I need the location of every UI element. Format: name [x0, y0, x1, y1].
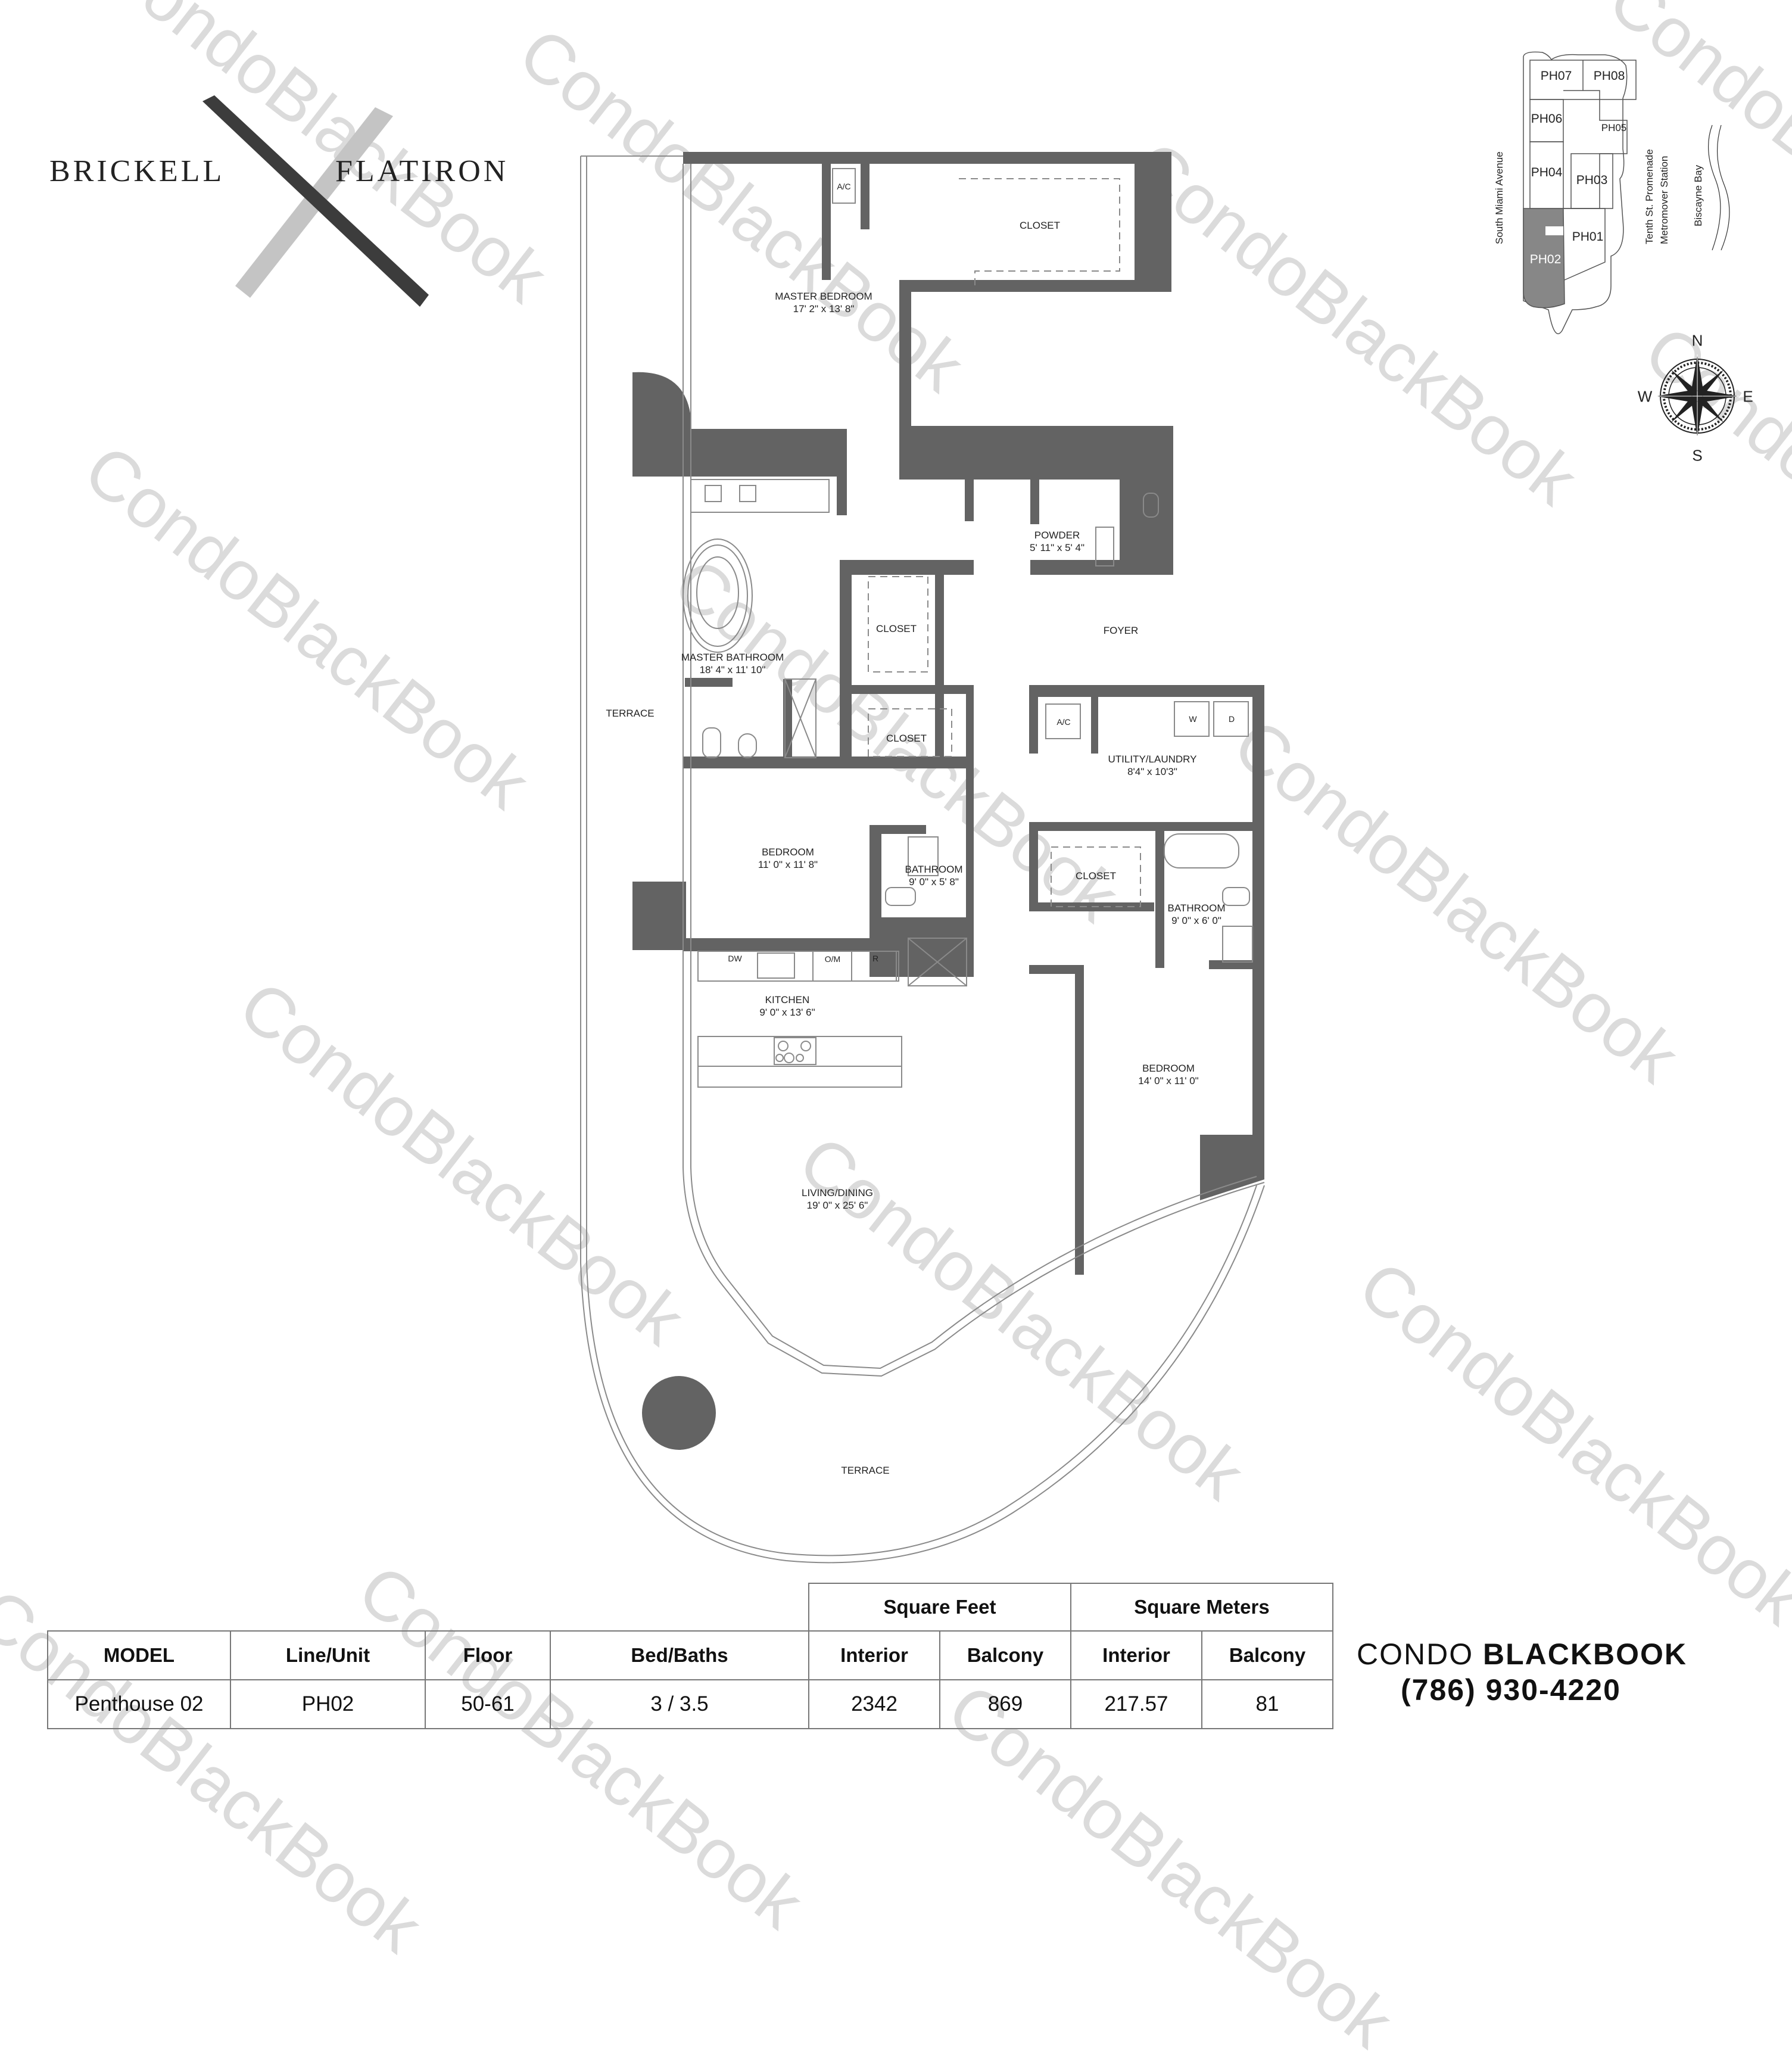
cell-sqm-interior: 217.57 [1070, 1679, 1202, 1729]
room-dims: 18' 4" x 11' 10" [699, 664, 766, 675]
keyplan-unit-ph02-selected: PH02 [1529, 253, 1562, 266]
unit-specs-table: Square Feet Square Meters MODEL Line/Uni… [47, 1583, 1333, 1729]
room-name: UTILITY/LAUNDRY [1108, 754, 1197, 765]
ac-unit-label: A/C [837, 182, 851, 191]
room-name: BEDROOM [762, 846, 814, 858]
brand-name-light: CONDO [1357, 1637, 1483, 1671]
phone-number[interactable]: (786) 930-4220 [1401, 1673, 1621, 1707]
header-line-unit: Line/Unit [230, 1630, 426, 1680]
keyplan-unit-ph05: PH05 [1601, 122, 1627, 133]
room-name: FOYER [1103, 625, 1139, 636]
room-master-bathroom: MASTER BATHROOM 18' 4" x 11' 10" [681, 651, 784, 676]
cell-model: Penthouse 02 [47, 1679, 231, 1729]
room-master-bedroom: MASTER BEDROOM 17' 2" x 13' 8" [775, 290, 872, 315]
x-brushstroke-icon [202, 95, 429, 307]
cell-sqft-interior: 2342 [808, 1679, 940, 1729]
compass-west: W [1637, 387, 1653, 406]
dishwasher-label: DW [728, 954, 742, 963]
room-dims: 9' 0" x 5' 8" [909, 876, 959, 888]
header-floor: Floor [425, 1630, 551, 1680]
room-bedroom-2: BEDROOM 11' 0" x 11' 8" [758, 846, 818, 871]
keyplan-unit-ph01: PH01 [1572, 230, 1604, 244]
street-label-tenth-st-promenade: Tenth St. Promenade [1644, 149, 1655, 244]
compass-north: N [1691, 331, 1703, 350]
room-name: CLOSET [1019, 220, 1061, 231]
room-name: MASTER BATHROOM [681, 652, 784, 663]
cell-unit: PH02 [230, 1679, 426, 1729]
cell-sqft-balcony: 869 [939, 1679, 1071, 1729]
room-name: CLOSET [875, 623, 917, 634]
room-dims: 9' 0" x 13' 6" [759, 1007, 815, 1018]
room-dims: 5' 11" x 5' 4" [1030, 542, 1084, 553]
room-terrace-south: TERRACE [841, 1464, 889, 1477]
room-closet-3: CLOSET [886, 732, 927, 745]
room-closet-2: CLOSET [876, 622, 917, 635]
street-label-metromover-station: Metromover Station [1659, 155, 1670, 244]
street-label-south-miami-avenue: South Miami Avenue [1494, 151, 1505, 244]
room-dims: 19' 0" x 25' 6" [806, 1200, 868, 1211]
room-master-closet: CLOSET [1020, 219, 1060, 232]
room-name: TERRACE [606, 708, 655, 719]
header-sqm-balcony: Balcony [1201, 1630, 1333, 1680]
floor-plan [580, 152, 1265, 1564]
logo-word-flatiron: FLATIRON [335, 154, 509, 188]
compass-south: S [1692, 446, 1703, 465]
brand-name-bold: BLACKBOOK [1483, 1637, 1687, 1671]
keyplan-unit-ph07: PH07 [1540, 69, 1572, 83]
room-dims: 8'4" x 10'3" [1127, 766, 1177, 777]
room-name: CLOSET [886, 733, 927, 744]
water-label-biscayne-bay: Biscayne Bay [1693, 165, 1704, 226]
room-bedroom-3: BEDROOM 14' 0" x 11' 0" [1138, 1062, 1198, 1087]
keyplan-unit-ph04: PH04 [1531, 166, 1563, 179]
room-terrace-west: TERRACE [606, 707, 654, 720]
cell-bed-baths: 3 / 3.5 [550, 1679, 809, 1729]
washer-label: W [1189, 714, 1197, 724]
room-name: BATHROOM [905, 864, 963, 875]
ac-unit-label: A/C [1056, 717, 1071, 727]
keyplan-unit-ph06: PH06 [1531, 112, 1563, 126]
oven-microwave-label: O/M [824, 954, 841, 964]
header-model: MODEL [47, 1630, 231, 1680]
room-name: BATHROOM [1167, 902, 1226, 914]
room-powder: POWDER 5' 11" x 5' 4" [1030, 529, 1084, 554]
room-dims: 14' 0" x 11' 0" [1138, 1075, 1199, 1087]
refrigerator-label: R [872, 954, 879, 963]
room-name: MASTER BEDROOM [775, 291, 872, 302]
keyplan-unit-ph08: PH08 [1593, 69, 1625, 83]
room-dims: 11' 0" x 11' 8" [758, 859, 818, 870]
header-square-feet: Square Feet [808, 1583, 1071, 1632]
logo-word-brickell: BRICKELL [49, 154, 225, 188]
cell-floor: 50-61 [425, 1679, 551, 1729]
header-sqft-interior: Interior [808, 1630, 940, 1680]
room-kitchen: KITCHEN 9' 0" x 13' 6" [759, 994, 815, 1019]
dryer-label: D [1228, 714, 1235, 724]
room-dims: 17' 2" x 13' 8" [793, 303, 855, 315]
header-bed-baths: Bed/Baths [550, 1630, 809, 1680]
condo-blackbook-brand: CONDO BLACKBOOK [1357, 1637, 1687, 1671]
compass-rose-icon [1656, 354, 1739, 438]
cell-sqm-balcony: 81 [1201, 1679, 1333, 1729]
plan-lines [580, 155, 1265, 1564]
room-foyer: FOYER [1104, 624, 1139, 637]
walls [632, 152, 1264, 1450]
room-living-dining: LIVING/DINING 19' 0" x 25' 6" [802, 1187, 873, 1212]
room-name: TERRACE [841, 1465, 890, 1476]
table-row: Penthouse 02 PH02 50-61 3 / 3.5 2342 869… [47, 1679, 1333, 1729]
keyplan-unit-ph03: PH03 [1576, 173, 1608, 187]
room-name: BEDROOM [1142, 1063, 1195, 1074]
header-sqm-interior: Interior [1070, 1630, 1202, 1680]
compass-east: E [1743, 387, 1753, 406]
room-name: POWDER [1034, 530, 1080, 541]
room-utility-laundry: UTILITY/LAUNDRY 8'4" x 10'3" [1108, 753, 1197, 778]
header-sqft-balcony: Balcony [939, 1630, 1071, 1680]
room-dims: 9' 0" x 6' 0" [1171, 915, 1221, 926]
header-square-meters: Square Meters [1070, 1583, 1333, 1632]
room-bathroom-2: BATHROOM 9' 0" x 5' 8" [905, 863, 963, 888]
room-bathroom-3: BATHROOM 9' 0" x 6' 0" [1168, 902, 1226, 927]
room-name: CLOSET [1075, 870, 1117, 882]
key-plan-diagram [1523, 51, 1730, 334]
room-name: KITCHEN [765, 994, 810, 1005]
room-name: LIVING/DINING [802, 1187, 873, 1198]
room-closet-4: CLOSET [1076, 870, 1116, 882]
